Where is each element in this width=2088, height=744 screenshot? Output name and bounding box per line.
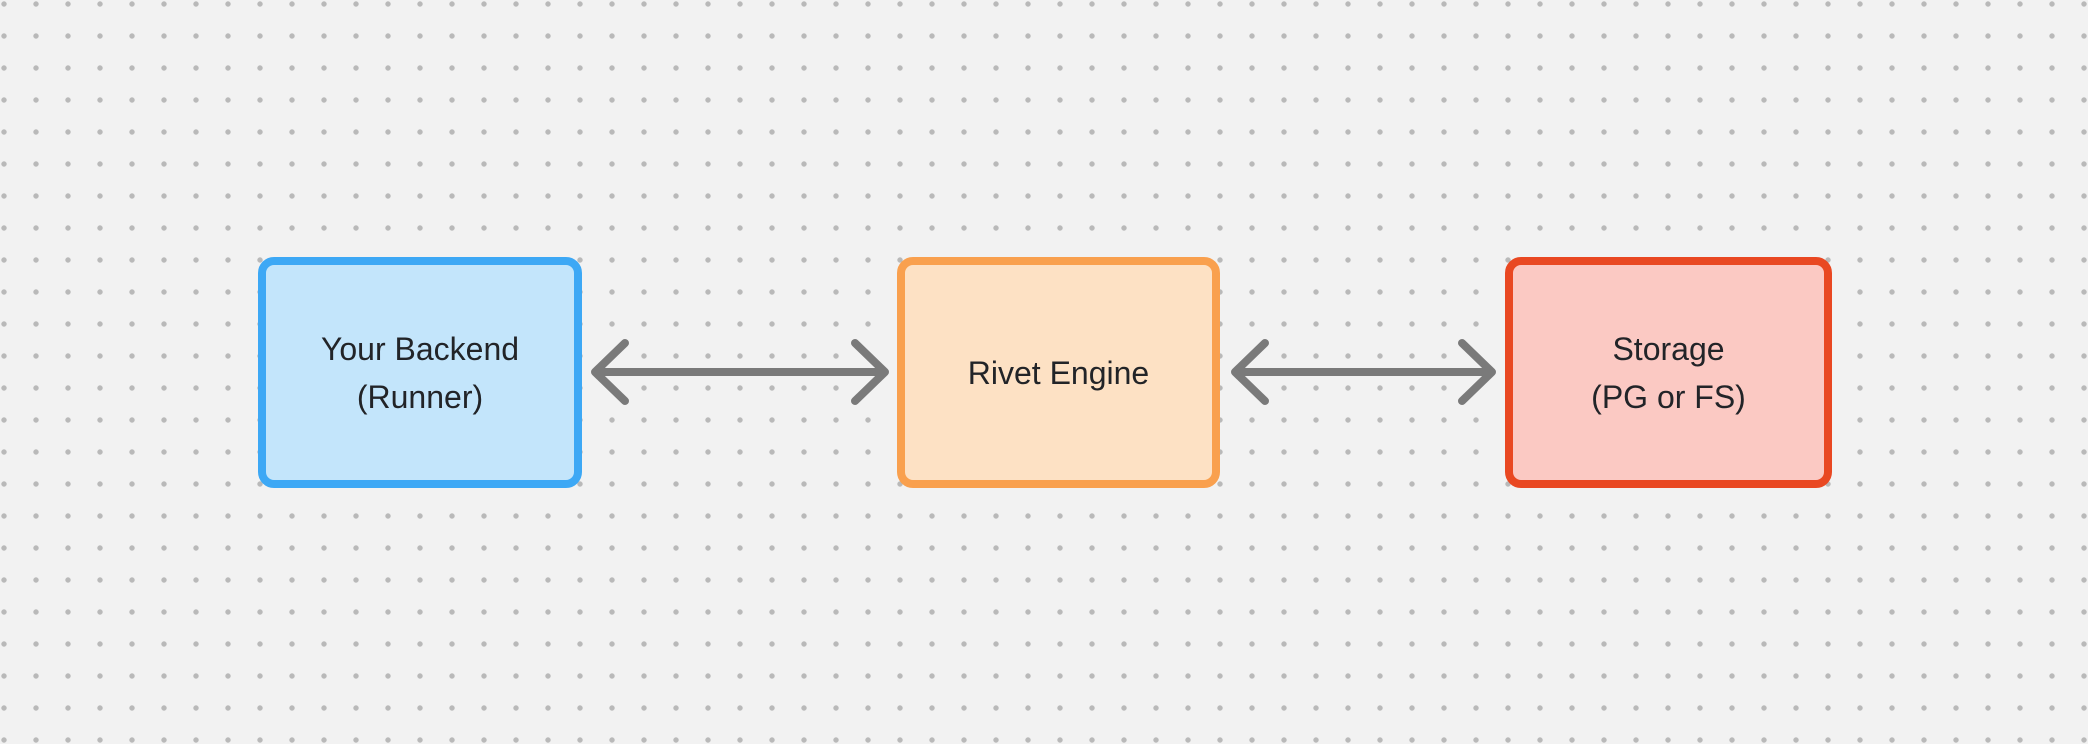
- node-label-line: Your Backend: [320, 330, 520, 367]
- node-label-line: (Runner): [356, 378, 484, 415]
- node-label-line: Rivet Engine: [967, 354, 1150, 391]
- node-your-backend: Your Backend (Runner): [258, 257, 582, 488]
- node-label-line: (PG or FS): [1591, 378, 1746, 415]
- node-storage: Storage (PG or FS): [1505, 257, 1832, 488]
- node-label-line: Storage: [1612, 330, 1725, 367]
- bidirectional-arrow-engine-storage: [1231, 339, 1496, 405]
- node-rivet-engine: Rivet Engine: [897, 257, 1220, 488]
- bidirectional-arrow-backend-engine: [591, 339, 889, 405]
